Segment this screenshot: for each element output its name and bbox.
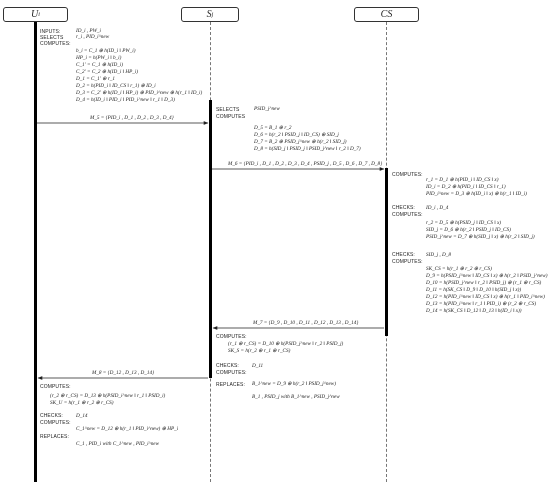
ui2-compute-line-2: SK_U = h(r_1 ⊕ r_2 ⊕ r_CS) bbox=[50, 400, 114, 406]
sj2-checks-keyword: CHECKS: bbox=[216, 363, 239, 369]
cs-checks-value-1: ID_i , D_4 bbox=[426, 205, 449, 211]
ui-compute-line-7: D_3 = C_2' ⊕ h(ID_i ‖ HP_i) ⊕ PID_i^new … bbox=[76, 90, 203, 96]
ui-compute-line-3: C_1' = C_1 ⊕ h(ID_i) bbox=[76, 62, 123, 68]
cs-compute2-line-1: r_2 = D_5 ⊕ h(PSID_j ‖ ID_CS ‖ x) bbox=[426, 220, 502, 226]
participant-ui-sub: i bbox=[38, 11, 40, 18]
sj2-computes-keyword-2: COMPUTES: bbox=[216, 370, 247, 376]
ui2-compute2-line: C_1^new = D_12 ⊕ h(r_1 ‖ PID_i^new) ⊕ HP… bbox=[76, 426, 179, 432]
activation-sj bbox=[209, 100, 212, 378]
cs-compute3-line-2: D_9 = h(PSID_j^new ‖ ID_CS ‖ x) ⊕ h(r_2 … bbox=[426, 273, 548, 279]
ui-compute-line-5: D_1 = C_1' ⊕ r_1 bbox=[76, 76, 115, 82]
ui2-checks-value: D_14 bbox=[76, 413, 88, 419]
ui2-checks-keyword: CHECKS: bbox=[40, 413, 63, 419]
sj-selects-value: PSID_j^new bbox=[254, 106, 280, 112]
sj2-compute2-line: B_1^new = D_9 ⊕ h(r_2 ‖ PSID_j^new) bbox=[252, 381, 336, 387]
ui2-replaces-value: C_1 , PID_i with C_1^new , PID_i^new bbox=[76, 441, 160, 447]
ui-compute-line-2: HP_i = h(PW_i ‖ b_i) bbox=[76, 55, 122, 61]
cs-compute3-line-5: D_12 = h(PID_i^new ‖ ID_CS ‖ x) ⊕ h(r_1 … bbox=[426, 294, 545, 300]
ui-selects-value: r_i , PID_i^new bbox=[76, 34, 110, 40]
sj2-replaces-value: B_1 , PSID_j with B_1^new , PSID_j^new bbox=[252, 394, 340, 400]
cs-checks-value-2: SID_j , D_8 bbox=[426, 252, 451, 258]
sj2-checks-value: D_11 bbox=[252, 363, 264, 369]
ui2-computes-keyword: COMPUTES: bbox=[40, 384, 71, 390]
participant-cs-label: CS bbox=[380, 9, 393, 20]
sj2-replaces-keyword: REPLACES: bbox=[216, 382, 245, 388]
ui-compute-line-6: D_2 = h(PID_i ‖ ID_CS ‖ r_1) ⊕ ID_i bbox=[76, 83, 156, 89]
sj-computes-keyword: COMPUTES bbox=[216, 114, 246, 120]
sj2-computes-keyword: COMPUTES: bbox=[216, 334, 247, 340]
cs-compute3-line-4: D_11 = h(SK_CS ‖ D_9 ‖ D_10 ‖ h(SID_j ‖ … bbox=[426, 287, 522, 293]
message-m7-label: M_7 = {D_9 , D_10 , D_11 , D_12 , D_13 ,… bbox=[253, 320, 359, 326]
participant-ui-label: U bbox=[31, 9, 39, 20]
activation-cs bbox=[385, 168, 388, 336]
sj2-compute-line-1: (r_1 ⊕ r_CS) = D_10 ⊕ h(PSID_j^new ‖ r_2… bbox=[228, 341, 344, 347]
sj-selects-keyword: SELECTS bbox=[216, 107, 240, 113]
cs-compute2-line-2: SID_j = D_6 ⊕ h(r_2 ‖ PSID_j ‖ ID_CS) bbox=[426, 227, 511, 233]
ui-compute-line-1: b_i = C_1 ⊕ h(ID_i ‖ PW_i) bbox=[76, 48, 136, 54]
cs-compute2-line-3: PSID_j^new = D_7 ⊕ h(SID_j ‖ x) ⊕ h(r_2 … bbox=[426, 234, 535, 240]
cs-compute3-line-3: D_10 = h(PSID_j^new ‖ r_2 ‖ PSID_j) ⊕ (r… bbox=[426, 280, 542, 286]
cs-checks-keyword-1: CHECKS: bbox=[392, 205, 415, 211]
message-m6-label: M_6 = {PID_i , D_1 , D_2 , D_3 , D_4 , P… bbox=[228, 161, 383, 167]
message-m5-label: M_5 = {PID_i , D_1 , D_2 , D_3 , D_4} bbox=[90, 115, 174, 121]
ui-compute-line-4: C_2' = C_2 ⊕ h(ID_i ‖ HP_i) bbox=[76, 69, 138, 75]
cs-computes-keyword-3: COMPUTES: bbox=[392, 259, 423, 265]
cs-compute3-line-1: SK_CS = h(r_1 ⊕ r_2 ⊕ r_CS) bbox=[426, 266, 492, 272]
cs-computes-keyword-1: COMPUTES: bbox=[392, 172, 423, 178]
message-m8-label: M_8 = {D_12 , D_13 , D_14} bbox=[92, 370, 155, 376]
participant-cs: CS bbox=[354, 7, 419, 22]
cs-compute3-line-7: D_14 = h(SK_CS ‖ D_12 ‖ D_13 ‖ h(ID_i ‖ … bbox=[426, 308, 522, 314]
sj-compute-line-2: D_6 = h(r_2 ‖ PSID_j ‖ ID_CS) ⊕ SID_j bbox=[254, 132, 339, 138]
sj-compute-line-3: D_7 = B_2 ⊕ PSID_j^new ⊕ h(r_2 ‖ SID_j) bbox=[254, 139, 347, 145]
activation-ui bbox=[34, 22, 37, 482]
ui-compute-line-8: D_4 = h(ID_i ‖ PID_i ‖ PID_i^new ‖ r_1 ‖… bbox=[76, 97, 175, 103]
sj-compute-line-4: D_8 = h(SID_j ‖ PSID_j ‖ PSID_j^new ‖ r_… bbox=[254, 146, 361, 152]
ui-selects-keyword: SELECTS bbox=[40, 35, 64, 41]
ui-inputs-keyword: INPUTS: bbox=[40, 29, 61, 35]
ui2-replaces-keyword: REPLACES: bbox=[40, 434, 69, 440]
sj2-compute-line-2: SK_S = h(r_2 ⊕ r_1 ⊕ r_CS) bbox=[228, 348, 291, 354]
ui-inputs-value: ID_i , PW_i bbox=[76, 28, 101, 34]
sj-compute-line-1: D_5 = B_1 ⊕ r_2 bbox=[254, 125, 292, 131]
ui2-compute-line-1: (r_2 ⊕ r_CS) = D_13 ⊕ h(PSID_i^new ‖ r_1… bbox=[50, 393, 166, 399]
participant-sj-sub: j bbox=[211, 11, 214, 18]
ui-computes-keyword: COMPUTES: bbox=[40, 41, 71, 47]
cs-compute1-line-1: r_1 = D_1 ⊕ h(PID_i ‖ ID_CS ‖ x) bbox=[426, 177, 499, 183]
cs-compute1-line-2: ID_i = D_2 ⊕ h(PID_i ‖ ID_CS ‖ r_1) bbox=[426, 184, 506, 190]
cs-compute3-line-6: D_13 = h(PID_i^new ‖ r_1 ‖ PID_i) ⊕ (r_2… bbox=[426, 301, 537, 307]
ui2-computes-keyword-2: COMPUTES: bbox=[40, 420, 71, 426]
cs-compute1-line-3: PID_i^new = D_3 ⊕ h(ID_i ‖ x) ⊕ h(r_1 ‖ … bbox=[426, 191, 527, 197]
cs-checks-keyword-2: CHECKS: bbox=[392, 252, 415, 258]
participant-sj-label: S bbox=[206, 9, 212, 20]
cs-computes-keyword-2: COMPUTES: bbox=[392, 212, 423, 218]
